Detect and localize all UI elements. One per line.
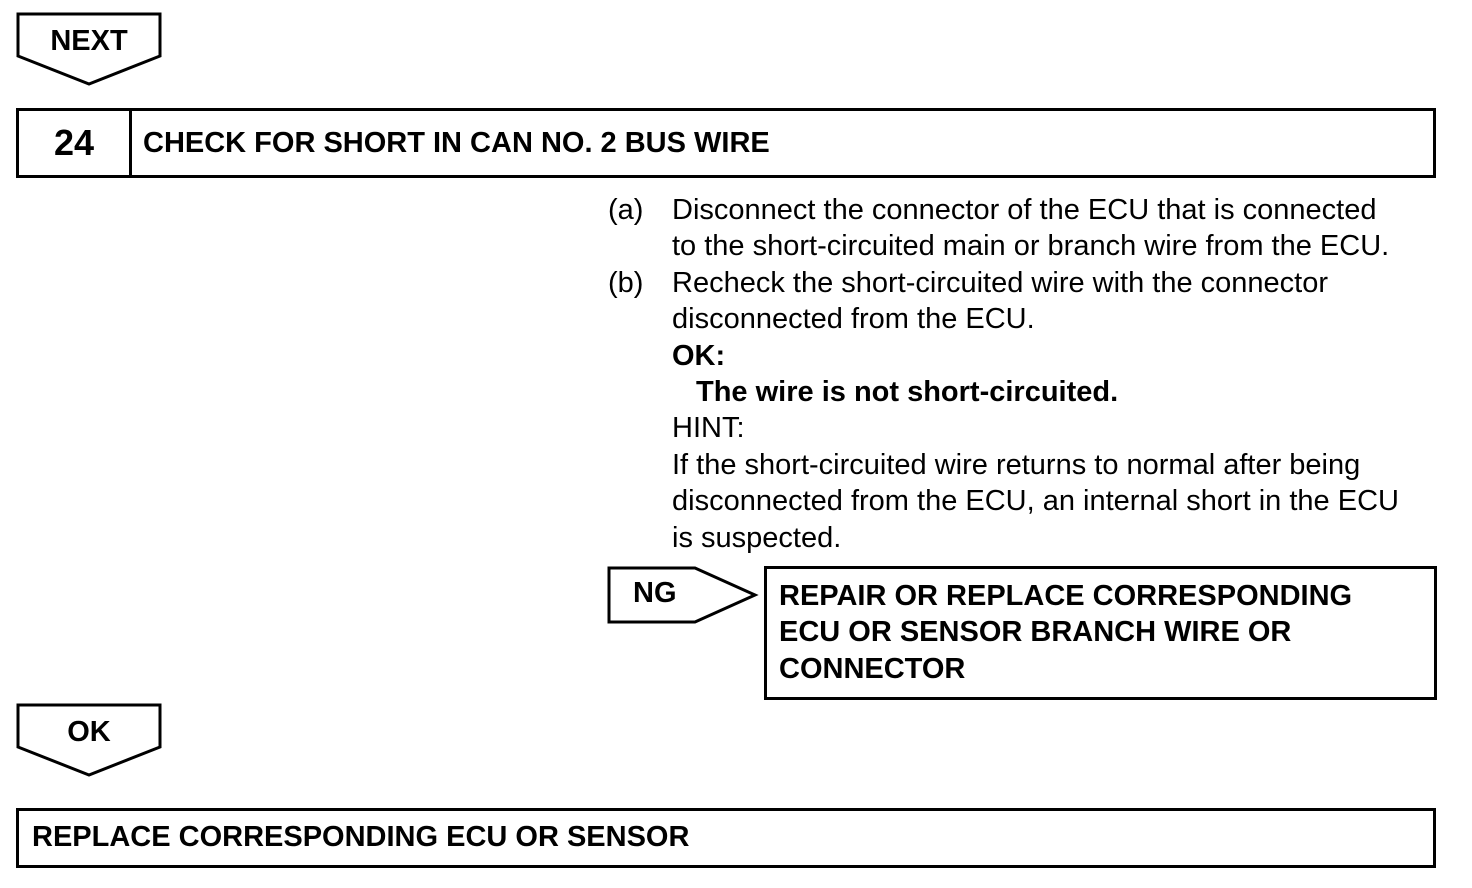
hint-line: is suspected. [672, 521, 842, 554]
ng-arrow-tag: NG [607, 566, 759, 624]
hint-line: disconnected from the ECU, an internal s… [672, 485, 1399, 518]
ng-result-line: REPAIR OR REPLACE CORRESPONDING [779, 580, 1353, 612]
procedure-step-b: (b) Recheck the short-circuited wire wit… [608, 265, 1448, 556]
ok-label: OK [67, 716, 111, 748]
down-arrow-icon [16, 703, 162, 777]
hint-heading: HINT: [672, 412, 745, 445]
ok-condition: The wire is not short-circuited. [696, 376, 1119, 409]
step-a-line: Disconnect the connector of the ECU that… [672, 194, 1377, 226]
procedure-text: (a) Disconnect the connector of the ECU … [608, 192, 1448, 556]
step-title: CHECK FOR SHORT IN CAN NO. 2 BUS WIRE [143, 127, 770, 159]
ok-arrow-tag: OK [16, 703, 162, 777]
procedure-step-a: (a) Disconnect the connector of the ECU … [608, 192, 1448, 265]
ng-result-line: CONNECTOR [779, 652, 966, 685]
right-arrow-icon [607, 566, 759, 624]
next-arrow-tag: NEXT [16, 12, 162, 86]
ng-label: NG [633, 577, 677, 609]
down-arrow-icon [16, 12, 162, 86]
step-b-label: (b) [608, 266, 644, 299]
step-header: 24 CHECK FOR SHORT IN CAN NO. 2 BUS WIRE [16, 108, 1436, 178]
step-a-label: (a) [608, 194, 644, 226]
step-b-line: disconnected from the ECU. [672, 303, 1035, 336]
ng-result-line: ECU OR SENSOR BRANCH WIRE OR [779, 616, 1292, 649]
ng-result-box: REPAIR OR REPLACE CORRESPONDING ECU OR S… [764, 566, 1437, 700]
next-label: NEXT [50, 25, 128, 57]
hint-line: If the short-circuited wire returns to n… [672, 448, 1361, 481]
final-action-box: REPLACE CORRESPONDING ECU OR SENSOR [16, 808, 1436, 868]
step-b-line: Recheck the short-circuited wire with th… [672, 266, 1329, 299]
ok-heading: OK: [672, 339, 726, 372]
step-number: 24 [19, 111, 132, 175]
step-a-line: to the short-circuited main or branch wi… [672, 230, 1390, 263]
